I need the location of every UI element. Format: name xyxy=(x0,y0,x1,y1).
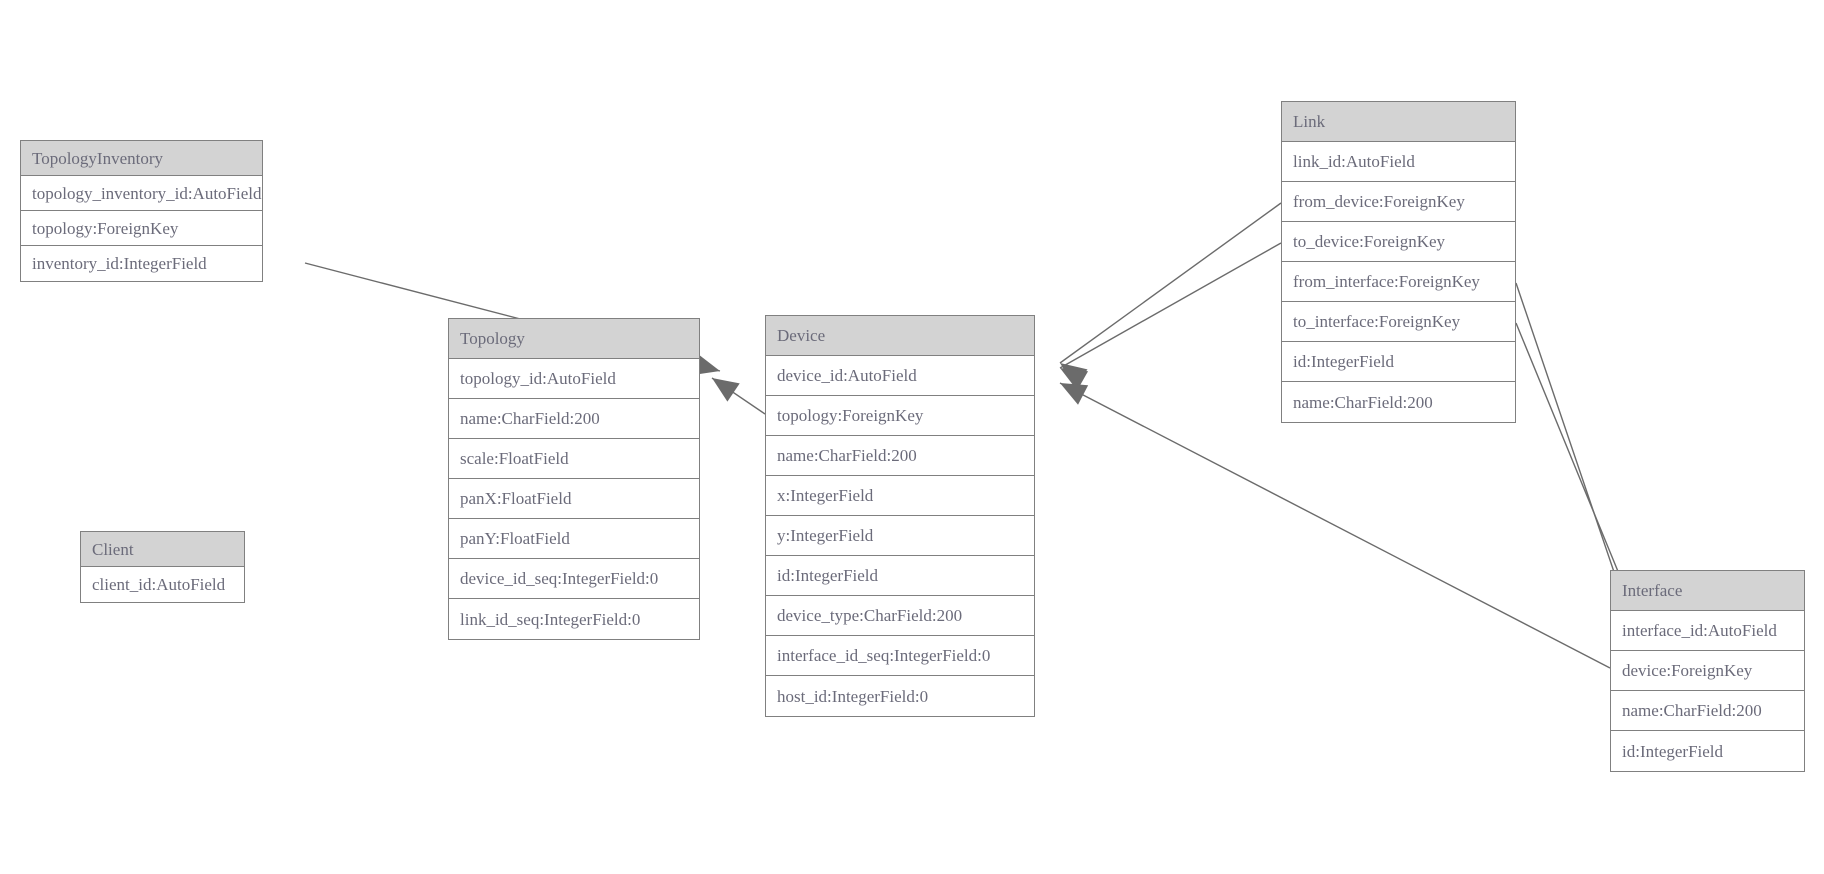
relationship-line-rel-device-topology xyxy=(711,377,766,415)
relationship-line-rel-interface-device xyxy=(1059,382,1611,669)
relationship-line-rel-link-to-device xyxy=(1059,242,1282,369)
entity-field-row: interface_id:AutoField xyxy=(1611,611,1804,651)
entity-field-row: topology:ForeignKey xyxy=(766,396,1034,436)
relationship-arrowhead-rel-interface-device xyxy=(1060,383,1089,405)
entity-field-row: scale:FloatField xyxy=(449,439,699,479)
entity-field-row: host_id:IntegerField:0 xyxy=(766,676,1034,716)
entity-field-row: topology_inventory_id:AutoField xyxy=(21,176,262,211)
entity-field-row: name:CharField:200 xyxy=(1611,691,1804,731)
entity-field-row: name:CharField:200 xyxy=(766,436,1034,476)
entity-field-row: id:IntegerField xyxy=(766,556,1034,596)
entity-title-topology: Topology xyxy=(449,319,699,359)
entity-field-row: id:IntegerField xyxy=(1282,342,1515,382)
entity-field-row: link_id_seq:IntegerField:0 xyxy=(449,599,699,639)
entity-field-row: client_id:AutoField xyxy=(81,567,244,602)
entity-field-row: device:ForeignKey xyxy=(1611,651,1804,691)
entity-field-row: device_id:AutoField xyxy=(766,356,1034,396)
relationship-line-rel-link-from-device xyxy=(1059,202,1282,364)
entity-field-row: y:IntegerField xyxy=(766,516,1034,556)
entity-field-row: interface_id_seq:IntegerField:0 xyxy=(766,636,1034,676)
entity-title-device: Device xyxy=(766,316,1034,356)
entity-field-row: name:CharField:200 xyxy=(1282,382,1515,422)
entity-title-link: Link xyxy=(1282,102,1515,142)
entity-field-row: to_device:ForeignKey xyxy=(1282,222,1515,262)
relationship-arrowhead-rel-device-topology xyxy=(712,378,740,402)
entity-field-row: inventory_id:IntegerField xyxy=(21,246,262,281)
entity-field-row: panX:FloatField xyxy=(449,479,699,519)
entity-field-row: id:IntegerField xyxy=(1611,731,1804,771)
entity-field-row: from_device:ForeignKey xyxy=(1282,182,1515,222)
relationship-arrowhead-rel-link-from-device xyxy=(1060,363,1088,388)
entity-title-interface: Interface xyxy=(1611,571,1804,611)
entity-field-row: from_interface:ForeignKey xyxy=(1282,262,1515,302)
relationship-arrowhead-rel-link-to-device xyxy=(1060,368,1089,391)
entity-field-row: link_id:AutoField xyxy=(1282,142,1515,182)
entity-field-row: name:CharField:200 xyxy=(449,399,699,439)
entity-title-client: Client xyxy=(81,532,244,567)
entity-field-row: device_type:CharField:200 xyxy=(766,596,1034,636)
entity-field-row: topology_id:AutoField xyxy=(449,359,699,399)
entity-field-row: to_interface:ForeignKey xyxy=(1282,302,1515,342)
entity-field-row: topology:ForeignKey xyxy=(21,211,262,246)
entity-field-row: x:IntegerField xyxy=(766,476,1034,516)
entity-field-row: panY:FloatField xyxy=(449,519,699,559)
entity-title-topology-inventory: TopologyInventory xyxy=(21,141,262,176)
entity-field-row: device_id_seq:IntegerField:0 xyxy=(449,559,699,599)
